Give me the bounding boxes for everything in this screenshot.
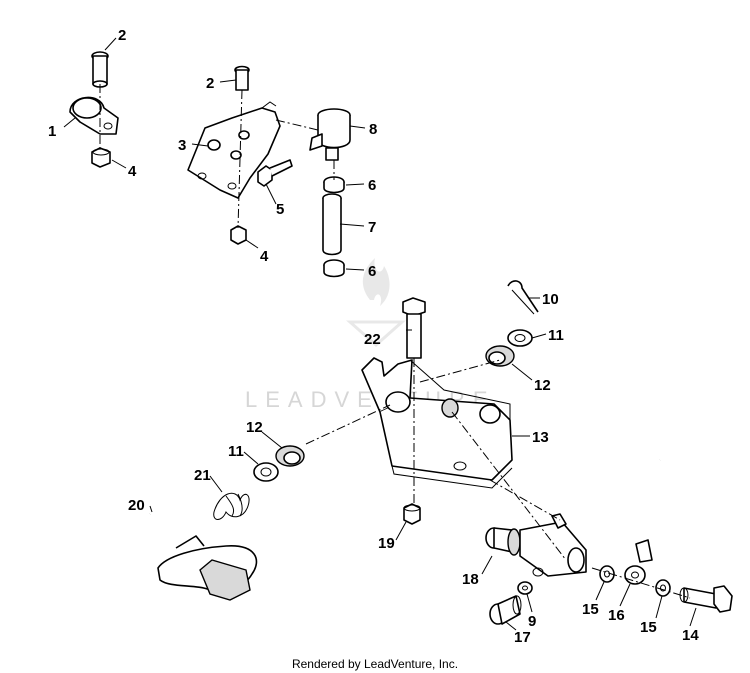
callout-11-right: 11 [548, 327, 564, 344]
part-21-spring [213, 492, 250, 520]
part-22-bolt [402, 297, 426, 359]
part-9-washer [517, 581, 533, 595]
callout-12-right: 12 [534, 377, 551, 394]
part-4-nut-middle [230, 225, 247, 245]
callout-5: 5 [276, 201, 284, 218]
callout-20: 20 [128, 497, 145, 514]
callout-12-left: 12 [246, 419, 263, 436]
callout-10: 10 [542, 291, 559, 308]
assembly-lines [99, 84, 691, 599]
part-16-cable-end [624, 459, 662, 585]
callout-19: 19 [378, 535, 395, 552]
footer-credit: Rendered by LeadVenture, Inc. [292, 657, 458, 671]
part-12-bushing-left [275, 445, 305, 467]
callout-4-left: 4 [128, 163, 137, 180]
callout-3: 3 [178, 137, 186, 154]
callout-9: 9 [528, 613, 536, 630]
part-20-pedal [149, 511, 258, 601]
callout-7: 7 [368, 219, 376, 236]
part-6-hose-clamp-bottom [323, 259, 345, 278]
callout-16: 16 [608, 607, 625, 624]
part-11-washer-left [253, 462, 279, 482]
callout-1: 1 [48, 123, 56, 140]
callout-4-middle: 4 [260, 248, 269, 265]
part-2-bolt-middle [234, 65, 250, 91]
callout-2-middle: 2 [206, 75, 214, 92]
part-3-bracket [187, 101, 281, 199]
flame-logo [346, 258, 406, 348]
leader-lines [63, 37, 697, 631]
callout-15-right: 15 [640, 619, 657, 636]
callout-22: 22 [364, 331, 381, 348]
part-5-screw [257, 159, 293, 187]
part-12-bushing-right [485, 345, 515, 367]
callout-2-left: 2 [118, 27, 126, 44]
part-7-hose [322, 193, 342, 256]
part-2-bolt-left [91, 51, 109, 88]
callout-8: 8 [369, 121, 377, 138]
part-1-clamp [69, 96, 119, 135]
callout-15-left: 15 [582, 601, 599, 618]
part-11-washer-right [507, 329, 533, 347]
part-17-pin [489, 595, 522, 625]
callout-6-bottom: 6 [368, 263, 376, 280]
part-19-nut [403, 503, 421, 525]
part-18-shaft [485, 513, 587, 577]
part-10-cotter-pin [507, 280, 539, 315]
part-15-washer-left [599, 565, 615, 583]
callout-labels: 1 2 2 3 4 4 5 6 6 7 8 9 10 11 11 12 12 1… [48, 27, 699, 646]
callout-18: 18 [462, 571, 479, 588]
part-15-washer-right [655, 579, 671, 597]
callout-14: 14 [682, 627, 699, 644]
part-14-bolt [679, 585, 733, 613]
part-13-main-bracket [361, 357, 513, 489]
part-8-reservoir [309, 108, 351, 161]
callout-13: 13 [532, 429, 549, 446]
callout-6-top: 6 [368, 177, 376, 194]
callout-21: 21 [194, 467, 211, 484]
callout-17: 17 [514, 629, 531, 646]
callout-11-left: 11 [228, 443, 244, 460]
part-4-nut-left [91, 147, 111, 168]
